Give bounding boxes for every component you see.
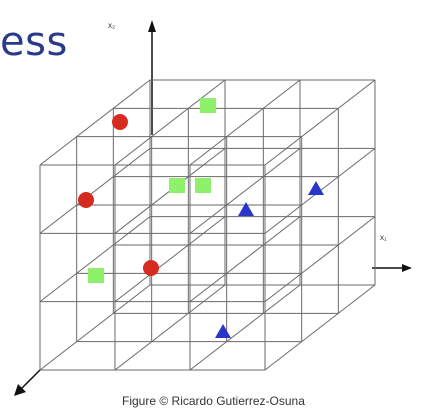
grid-line-depth [114, 79, 226, 166]
circle-marker [143, 260, 159, 276]
x2-axis: x₂ [108, 20, 156, 135]
grid-line-depth [189, 79, 301, 166]
grid-line-depth [39, 79, 151, 166]
grid-line-depth [189, 147, 301, 234]
square-marker [169, 178, 185, 193]
grid-line-depth [264, 284, 376, 371]
circle-marker [112, 114, 128, 130]
grid-line-depth [114, 216, 226, 303]
x2-arrowhead-icon [148, 20, 156, 32]
data-markers [78, 98, 324, 338]
triangle-marker [215, 324, 231, 338]
x3-axis [14, 369, 41, 396]
grid-line-depth [39, 284, 151, 371]
grid-line-depth [114, 284, 226, 371]
square-marker [200, 98, 216, 113]
grid-line-depth [264, 79, 376, 166]
grid-line-depth [39, 216, 151, 303]
x1-axis-label: x₁ [380, 233, 387, 242]
triangle-marker [308, 181, 324, 195]
x1-arrowhead-icon [402, 264, 412, 272]
grid-line-depth [264, 216, 376, 303]
grid-line-depth [39, 147, 151, 234]
cube-grid [39, 79, 376, 371]
square-marker [88, 268, 104, 283]
x3-arrowhead-icon [14, 384, 26, 396]
x1-axis: x₁ [372, 233, 412, 272]
grid-line-depth [189, 284, 301, 371]
x2-axis-label: x₂ [108, 21, 115, 30]
figure-caption: Figure © Ricardo Gutierrez-Osuna [122, 394, 305, 408]
circle-marker [78, 192, 94, 208]
slide-title-fragment: ess [0, 19, 68, 65]
square-marker [195, 178, 211, 193]
triangle-marker [238, 202, 254, 216]
grid-line-depth [189, 216, 301, 303]
